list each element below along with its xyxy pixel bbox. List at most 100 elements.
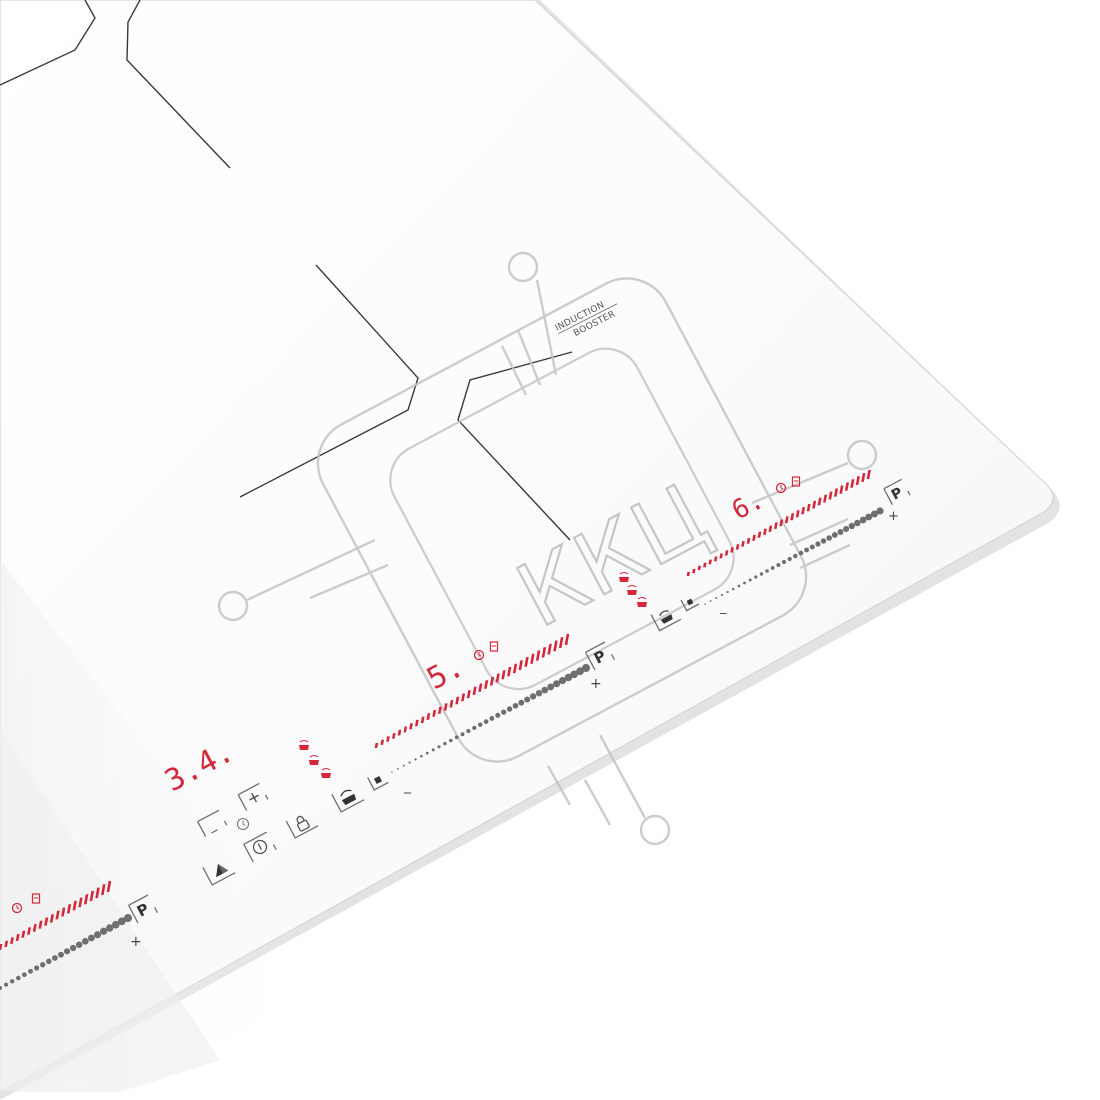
power-bar-segment <box>15 934 20 941</box>
power-bar-segment <box>95 887 100 899</box>
timer-display-icon <box>791 476 801 487</box>
power-level-bar[interactable] <box>686 470 871 576</box>
power-bar-segment <box>703 562 707 568</box>
slider-dot <box>420 754 423 758</box>
power-bar-segment <box>774 522 778 529</box>
slider-dot <box>854 519 861 527</box>
power-bar-segment <box>484 680 489 689</box>
power-bar-segment <box>84 894 89 905</box>
power-level-bar[interactable] <box>374 634 570 748</box>
keep-warm-button[interactable] <box>650 603 682 632</box>
power-bar-segment <box>784 516 789 524</box>
slider-dot <box>720 593 723 597</box>
slider-dot <box>737 584 741 588</box>
power-bar-segment <box>861 473 866 482</box>
slider-dot <box>754 575 758 579</box>
power-bar-segment <box>713 556 718 562</box>
slider-dot <box>118 917 126 926</box>
slider-dot <box>570 670 579 679</box>
power-bar-segment <box>61 907 66 917</box>
plus-label[interactable]: + <box>130 934 142 950</box>
power-bar-segment <box>449 700 454 708</box>
power-bar-segment <box>478 683 483 692</box>
power-bar-segment <box>66 904 72 914</box>
slider-dot <box>731 587 735 591</box>
slider-dot <box>576 667 584 676</box>
clock-icon <box>11 902 23 914</box>
slider-dot <box>848 522 855 530</box>
slider-dot <box>460 732 465 737</box>
power-bar-segment <box>558 637 564 649</box>
slider-dot <box>743 581 746 585</box>
slider-dot <box>759 572 764 576</box>
plus-label[interactable]: + <box>590 676 602 692</box>
power-bar-segment <box>686 572 691 576</box>
power-bar-segment <box>392 733 396 739</box>
power-bar-segment <box>790 513 795 521</box>
power-bar-segment <box>380 739 385 745</box>
slider-dot <box>512 702 519 709</box>
cooking-zone-outlines <box>0 0 573 541</box>
slider-dot <box>437 745 441 749</box>
slider-dot <box>564 673 573 682</box>
power-bar-segment <box>461 693 466 702</box>
power-bar-segment <box>812 500 817 509</box>
power-bar-segment <box>834 488 839 497</box>
power-bar-segment <box>472 686 477 695</box>
stop-button[interactable] <box>680 593 700 612</box>
keep-warm-button[interactable] <box>331 782 365 813</box>
slider-dot <box>843 525 850 533</box>
power-bar-segment <box>512 663 518 674</box>
slider-dot <box>408 761 411 764</box>
slider-dot <box>63 948 71 955</box>
slider-dot <box>52 955 58 961</box>
power-bar-segment <box>21 930 26 938</box>
slider-dot <box>397 767 399 770</box>
power-button[interactable] <box>243 831 277 863</box>
slider-dot <box>804 547 810 553</box>
slider-dot <box>0 986 2 990</box>
slider-dot <box>798 550 804 556</box>
pot-icons <box>299 740 331 778</box>
power-bar-segment <box>32 924 37 932</box>
plus-label[interactable]: + <box>888 509 899 524</box>
slider-dot <box>776 563 781 567</box>
booster-button[interactable] <box>202 855 236 886</box>
power-bar-segment <box>752 534 756 541</box>
slider-dot <box>105 924 114 932</box>
slider-dot <box>466 728 471 734</box>
minus-label[interactable]: _ <box>403 778 412 794</box>
slider-dot <box>809 544 815 550</box>
slider-dot <box>28 968 33 974</box>
power-bar-segment <box>409 723 413 730</box>
power-bar-segment <box>10 937 14 944</box>
slider-dot <box>124 914 132 922</box>
slider-dot <box>472 725 477 731</box>
slider-dot <box>81 937 89 945</box>
slider-dots[interactable] <box>704 507 884 605</box>
power-bar-segment <box>55 910 60 920</box>
power-bar-segment <box>866 470 871 479</box>
minus-label[interactable]: _ <box>719 600 727 615</box>
power-bar-segment <box>106 881 112 892</box>
timer-display-icon <box>489 641 499 652</box>
power-bar-segment <box>501 670 506 680</box>
slider-dot <box>10 979 15 984</box>
slider-dot <box>495 712 501 718</box>
stop-button[interactable] <box>367 770 389 791</box>
slider-dot <box>501 709 507 715</box>
power-bar-segment <box>553 640 558 652</box>
power-level-bar[interactable] <box>0 881 112 950</box>
power-bar-segment <box>547 643 552 655</box>
slider-dots[interactable] <box>391 664 590 773</box>
slider-dot <box>535 689 543 697</box>
power-bar-segment <box>443 703 448 711</box>
slider-dots[interactable] <box>0 914 132 990</box>
slider-dot <box>582 664 590 672</box>
power-bar-segment <box>432 710 437 717</box>
power-bar-segment <box>795 510 800 518</box>
power-bar-segment <box>692 568 696 574</box>
power-bar-segment <box>828 491 833 500</box>
lock-button[interactable] <box>285 809 319 839</box>
